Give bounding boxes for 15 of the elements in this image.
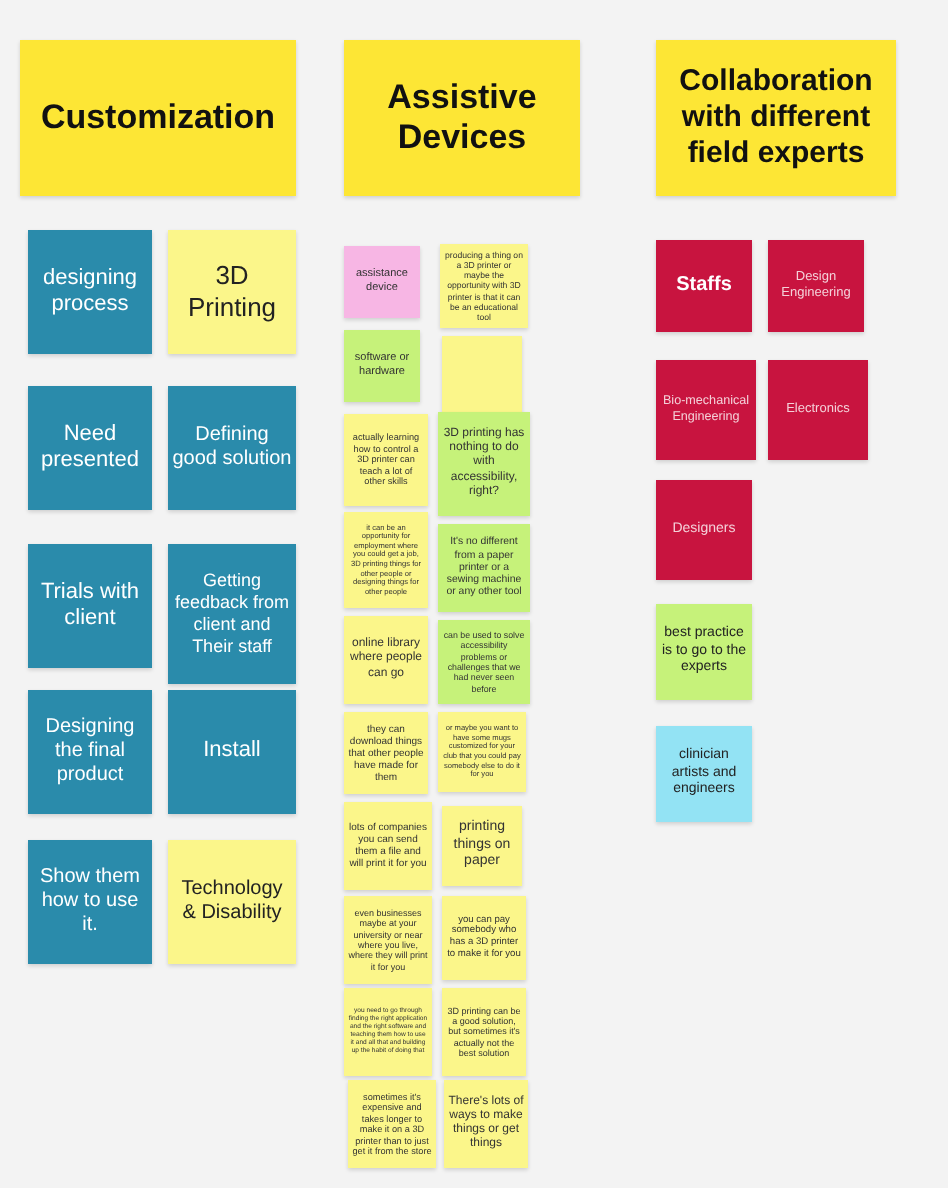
sticky-note: Install xyxy=(168,690,296,814)
sticky-note: Show them how to use it. xyxy=(28,840,152,964)
heading-note: Assistive Devices xyxy=(344,40,580,196)
blank-sticky-note xyxy=(442,336,522,416)
sticky-note: designing process xyxy=(28,230,152,354)
sticky-note: Designing the final product xyxy=(28,690,152,814)
sticky-note: Technology & Disability xyxy=(168,840,296,964)
sticky-note: Getting feedback from client and Their staff xyxy=(168,544,296,684)
sticky-note: Need presented xyxy=(28,386,152,510)
sticky-note: Defining good solution xyxy=(168,386,296,510)
heading-note: Customization xyxy=(20,40,296,196)
sticky-note: Staffs xyxy=(656,240,752,332)
sticky-note: Trials with client xyxy=(28,544,152,668)
heading-note: Collaboration with different field experts xyxy=(656,40,896,196)
sticky-note: 3D Printing xyxy=(168,230,296,354)
